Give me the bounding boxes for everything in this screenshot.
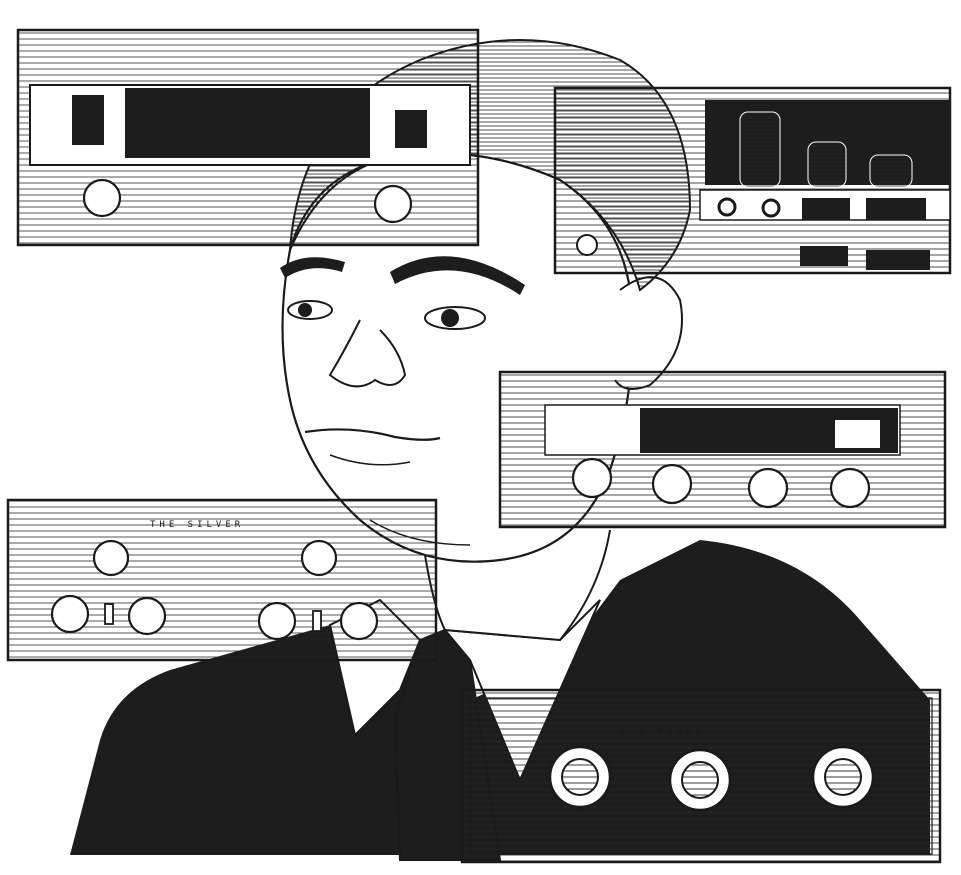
vacuum-tube-1 [739, 111, 781, 188]
socket-2 [761, 198, 781, 218]
vacuum-tube-2 [807, 141, 847, 188]
preamp-knob-1 [92, 539, 130, 577]
mouth [304, 428, 441, 441]
preamp-label: THE SILVER [150, 520, 244, 530]
tuner-label: THE TUNER [620, 728, 705, 738]
preamp-switch-1 [104, 603, 114, 625]
preamp-switch-2 [312, 610, 322, 632]
bottom-knob-3 [811, 745, 875, 809]
bottom-knob-1 [548, 745, 612, 809]
vacuum-tube-3 [869, 154, 913, 188]
meter-window-right [395, 110, 427, 148]
tuner-knob-1 [571, 457, 613, 499]
nose [328, 319, 407, 388]
right-pupil [441, 309, 459, 327]
meter-window-left [72, 95, 104, 145]
preamp-knob-2 [300, 539, 338, 577]
right-eyebrow [390, 256, 525, 295]
knob-right [373, 184, 413, 224]
preamp-knob-4 [127, 596, 167, 636]
tuning-indicator [835, 420, 880, 448]
dial-window [125, 88, 370, 158]
tuner-panel-bottom: THE TUNER [460, 688, 942, 864]
bottom-knob-2 [668, 748, 732, 812]
tube-chassis-panel [553, 86, 952, 275]
preamp-knob-3 [50, 594, 90, 634]
jack-block-4 [866, 250, 930, 270]
knob-left [82, 178, 122, 218]
left-pupil [298, 303, 312, 317]
amplifier-panel-top-left [16, 28, 480, 247]
jack-block-3 [800, 246, 848, 266]
tuner-knob-3 [747, 467, 789, 509]
tuner-panel-middle [498, 370, 947, 529]
jack-block-2 [866, 198, 926, 220]
left-eyebrow [280, 257, 345, 278]
tuner-knob-4 [829, 467, 871, 509]
tuner-knob-2 [651, 463, 693, 505]
preamp-panel-lower-left: THE SILVER [6, 498, 438, 662]
jack-block-1 [802, 198, 850, 220]
preamp-knob-5 [257, 601, 297, 641]
socket-1 [717, 197, 737, 217]
preamp-knob-6 [339, 601, 379, 641]
socket-3 [576, 234, 598, 256]
